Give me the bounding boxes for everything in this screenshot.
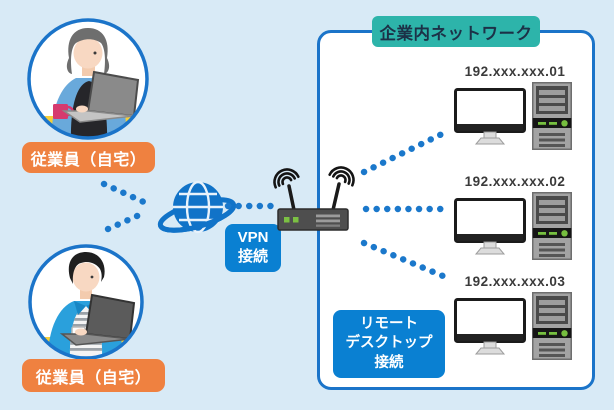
wifi-router <box>264 163 360 240</box>
vpn-badge-line2: 接続 <box>237 248 268 265</box>
monitor-icon <box>454 198 526 255</box>
corporate-network-title: 企業内ネットワーク <box>372 16 540 47</box>
pc-set-3: 192.xxx.xxx.03 <box>450 272 580 360</box>
remote-badge-line2: デスクトップ <box>345 335 433 352</box>
pc-set-1: 192.xxx.xxx.01 <box>450 62 580 150</box>
tower-pc-icon <box>532 192 572 260</box>
pc2-graphics <box>450 192 580 260</box>
employee-label-1: 従業員（自宅） <box>22 142 155 173</box>
remote-desktop-badge: リモート デスクトップ 接続 <box>333 310 445 378</box>
monitor-icon <box>454 88 526 145</box>
remote-badge-line3: 接続 <box>374 354 404 371</box>
pc1-ip-address: 192.xxx.xxx.01 <box>464 64 566 79</box>
pc3-graphics <box>450 292 580 360</box>
employee-avatar-woman <box>23 16 155 149</box>
pc-set-2: 192.xxx.xxx.02 <box>450 172 580 260</box>
wifi-router-icon <box>273 166 355 231</box>
tower-pc-icon <box>532 292 572 360</box>
dotted-line-employee2-internet <box>104 208 150 233</box>
pc3-ip-address: 192.xxx.xxx.03 <box>464 274 566 289</box>
vpn-connection-badge: VPN 接続 <box>225 224 281 272</box>
employee-woman-laptop-icon <box>27 18 149 140</box>
tower-pc-icon <box>532 82 572 150</box>
dotted-line-employee1-internet <box>100 180 150 207</box>
employee-label-2: 従業員（自宅） <box>22 359 165 392</box>
pc1-graphics <box>450 82 580 150</box>
remote-badge-line1: リモート <box>360 315 418 332</box>
employee-man-laptop-icon <box>28 244 144 360</box>
monitor-icon <box>454 298 526 355</box>
pc2-ip-address: 192.xxx.xxx.02 <box>464 174 566 189</box>
employee-avatar-man <box>25 243 147 368</box>
vpn-badge-line1: VPN <box>237 229 269 247</box>
